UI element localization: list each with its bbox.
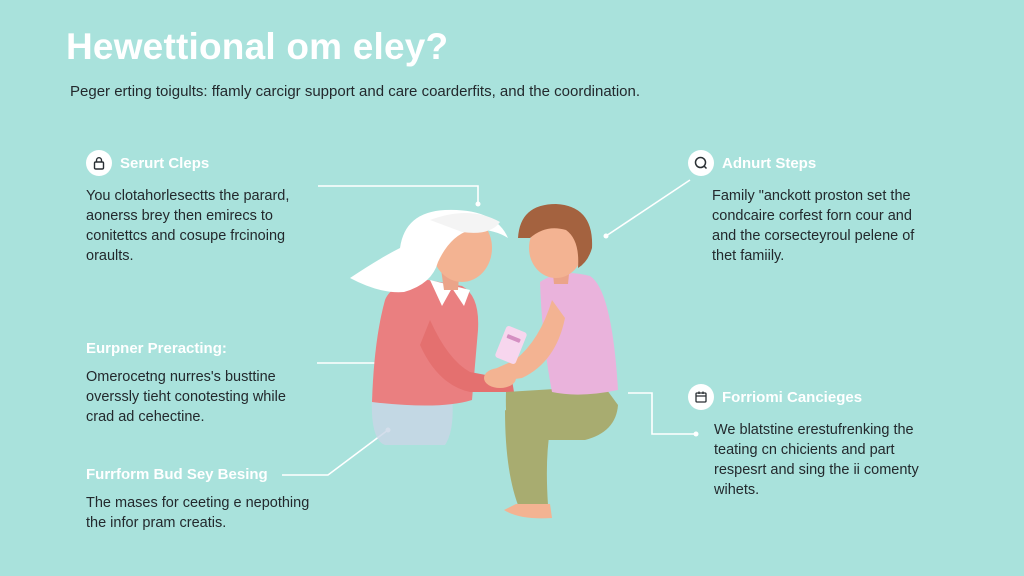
connector-mid-right <box>628 392 696 435</box>
section-top-left-body: You clotahorlesectts the parard, aonerss… <box>86 188 290 264</box>
connector-lines <box>282 179 696 476</box>
elder-figure <box>350 209 514 445</box>
page-subtitle: Peger erting toigults: ffamly carcigr su… <box>70 83 641 100</box>
connector-top-right <box>605 179 691 237</box>
section-bottom-left-heading: Furrform Bud Sey Besing <box>86 466 366 483</box>
section-bottom-left-title: Furrform Bud Sey Besing <box>86 466 268 483</box>
section-bottom-left: Furrform Bud Sey Besing The mases for ce… <box>86 466 366 533</box>
section-mid-right-body: We blatstine erestufrenking the teating … <box>714 422 919 498</box>
section-mid-left-title: Eurpner Preracting: <box>86 340 227 357</box>
section-top-right-title: Adnurt Steps <box>722 154 817 172</box>
section-top-left-title: Serurt Cleps <box>120 154 210 172</box>
section-mid-left-heading: Eurpner Preracting: <box>86 340 346 357</box>
section-top-right-body: Family "anckott proston set the condcair… <box>712 188 915 264</box>
section-mid-left: Eurpner Preracting: Omerocetng nurres's … <box>86 340 346 427</box>
search-icon <box>688 150 714 176</box>
section-top-right-heading: Adnurt Steps <box>688 150 948 176</box>
connector-bottom-left <box>282 429 389 476</box>
section-top-left: Serurt Cleps You clotahorlesectts the pa… <box>86 150 346 266</box>
connector-top-left <box>318 185 479 202</box>
section-mid-right-title: Forriomi Cancieges <box>722 388 863 406</box>
page-title: Hewettional om eley? <box>66 26 449 67</box>
section-top-right: Adnurt Steps Family "anckott proston set… <box>688 150 948 266</box>
section-top-left-heading: Serurt Cleps <box>86 150 346 176</box>
caregiver-figure <box>484 204 618 519</box>
section-mid-right: Forriomi Cancieges We blatstine erestufr… <box>688 384 958 500</box>
section-mid-right-heading: Forriomi Cancieges <box>688 384 958 410</box>
section-mid-left-body: Omerocetng nurres's busttine overssly ti… <box>86 369 286 425</box>
section-bottom-left-body: The mases for ceeting e nepothing the in… <box>86 495 310 531</box>
lock-icon <box>86 150 112 176</box>
calendar-icon <box>688 384 714 410</box>
